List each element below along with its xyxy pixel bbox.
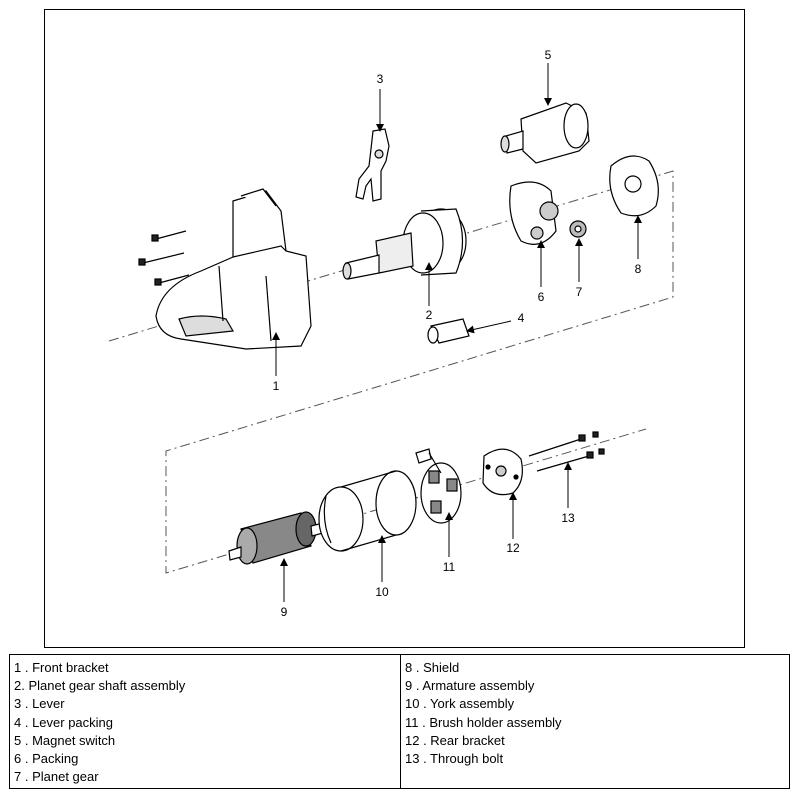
callout-12: 12 — [506, 541, 520, 555]
lever-part — [355, 128, 390, 202]
legend-item: 1 . Front bracket — [14, 660, 109, 675]
magnet-switch-part — [500, 102, 590, 164]
planet-gear-shaft-part — [342, 208, 467, 280]
legend-item: 12 . Rear bracket — [405, 732, 505, 748]
legend-item: 5 . Magnet switch — [14, 732, 116, 748]
callout-13: 13 — [561, 511, 575, 525]
packing-part — [509, 181, 559, 245]
legend-item: 8 . Shield — [405, 660, 460, 675]
lever-packing-part — [427, 318, 470, 344]
legend-item: 6 . Packing — [14, 751, 79, 767]
legend-item: 11 . Brush holder assembly — [405, 714, 562, 730]
callout-4: 4 — [518, 311, 525, 325]
callout-1: 1 — [273, 379, 280, 393]
exploded-view-diagram: 1 2 3 4 5 6 7 8 9 10 11 12 13 — [44, 9, 745, 648]
legend-item: 13 . Through bolt — [405, 751, 504, 767]
armature-part — [228, 511, 324, 565]
callout-2: 2 — [426, 308, 433, 322]
callout-5: 5 — [545, 48, 552, 62]
front-bracket-bolts — [138, 230, 190, 286]
starter-motor-drawing: 1 2 3 4 5 6 7 8 9 10 11 12 13 — [108, 48, 674, 619]
legend-item: 9 . Armature assembly — [405, 678, 535, 694]
rear-bracket-part — [482, 448, 523, 496]
callout-8: 8 — [635, 262, 642, 276]
callout-7: 7 — [576, 285, 583, 299]
callout-11: 11 — [443, 560, 456, 574]
parts-legend-table: 1 . Front bracket 2. Planet gear shaft a… — [9, 654, 790, 789]
york-part — [318, 470, 417, 552]
callout-6: 6 — [538, 290, 545, 304]
legend-item: 4 . Lever packing — [14, 714, 114, 730]
callout-3: 3 — [377, 72, 384, 86]
legend-column-left: 1 . Front bracket 2. Planet gear shaft a… — [10, 655, 401, 788]
through-bolts-part — [528, 431, 605, 472]
callout-9: 9 — [281, 605, 288, 619]
legend-item: 2. Planet gear shaft assembly — [14, 678, 186, 694]
front-bracket-part — [155, 188, 312, 350]
brush-holder-part — [415, 448, 462, 524]
leader-lines — [272, 63, 642, 602]
planet-gear-part — [569, 220, 587, 238]
legend-item: 7 . Planet gear — [14, 769, 99, 785]
legend-item: 10 . York assembly — [405, 696, 515, 712]
legend-column-right: 8 . Shield 9 . Armature assembly 10 . Yo… — [401, 655, 789, 788]
legend-item: 3 . Lever — [14, 696, 65, 712]
shield-part — [609, 155, 659, 217]
callout-10: 10 — [375, 585, 389, 599]
